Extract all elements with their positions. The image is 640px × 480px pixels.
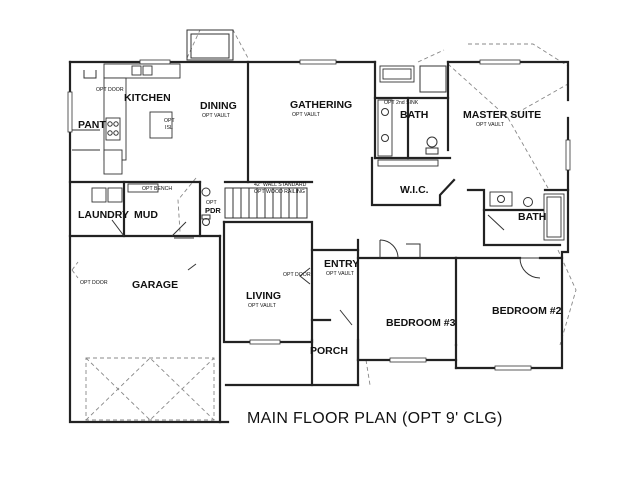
garage-label: GARAGE (132, 279, 178, 291)
master-suite-label: MASTER SUITE (463, 109, 541, 121)
opt-vault-dining-note: OPT VAULT (202, 113, 231, 119)
opt-2nd-sink-note: OPT 2nd SINK (384, 100, 419, 106)
powder-room-fixtures (201, 187, 211, 226)
bath-2-label: BATH (518, 211, 546, 223)
garage-door (85, 357, 215, 421)
dining-label: DINING (200, 100, 237, 112)
mud-label: MUD (134, 209, 158, 221)
opt-island-note-1: OPT (164, 118, 175, 124)
opt-door-garage-note: OPT DOOR (80, 280, 108, 286)
opt-bench-note: OPT BENCH (142, 186, 172, 192)
entry-label: ENTRY (324, 258, 359, 270)
laundry-label: LAUNDRY (78, 209, 129, 221)
bath-2-fixtures (489, 191, 565, 241)
pdr-label: PDR (205, 206, 221, 215)
opt-door-living-note: OPT DOOR (283, 272, 311, 278)
windows (67, 59, 571, 371)
door-swings (187, 214, 541, 326)
wall-standard-note: 42" WALL STANDARD (254, 182, 307, 188)
opt-island-note-2: ISL (165, 125, 173, 131)
laundry-fixtures (91, 183, 194, 239)
vault-dashed-lines (71, 29, 577, 386)
living-label: LIVING (246, 290, 281, 302)
bedroom-3-label: BEDROOM #3 (386, 317, 456, 329)
wic-label: W.I.C. (400, 184, 429, 196)
stairs (224, 187, 308, 219)
pantry-label: PANT (78, 119, 106, 131)
gathering-label: GATHERING (290, 99, 352, 111)
opt-door-kitchen-note: OPT DOOR (96, 87, 124, 93)
kitchen-fixtures (72, 63, 181, 175)
room-labels: KITCHEN PANT DINING GATHERING BATH MASTE… (78, 92, 562, 357)
plan-caption: MAIN FLOOR PLAN (OPT 9' CLG) (247, 410, 503, 427)
opt-wood-railing-note: OPT WOOD RAILING (254, 189, 305, 195)
opt-vault-master-note: OPT VAULT (476, 122, 505, 128)
bath-main-label: BATH (400, 109, 428, 121)
porch-label: PORCH (310, 345, 348, 357)
kitchen-label: KITCHEN (124, 92, 171, 104)
opt-vault-entry-note: OPT VAULT (326, 271, 355, 277)
dining-bay (186, 29, 234, 61)
opt-pdr-note: OPT (206, 200, 217, 206)
interior-walls (68, 60, 570, 387)
bedroom-2-label: BEDROOM #2 (492, 305, 562, 317)
plan-notes: OPT DOOR OPT VAULT OPT VAULT OPT VAULT O… (80, 87, 505, 309)
opt-vault-gathering-note: OPT VAULT (292, 112, 321, 118)
master-bath-fixtures (377, 65, 447, 167)
opt-vault-living-note: OPT VAULT (248, 303, 277, 309)
